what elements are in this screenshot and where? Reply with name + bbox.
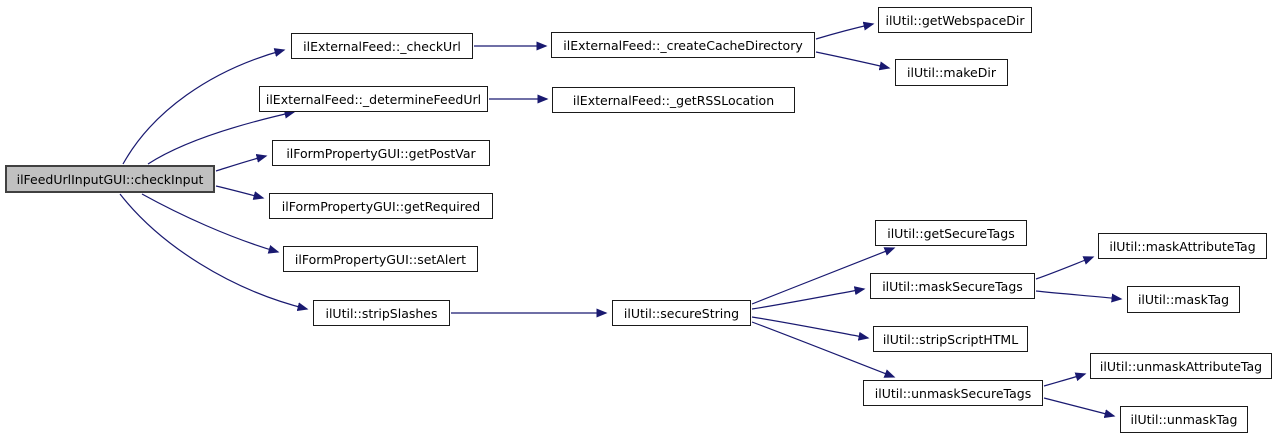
edge-secureString-maskSecureTags <box>751 286 866 310</box>
graph-node-stripSlashes[interactable]: ilUtil::stripSlashes <box>313 300 450 326</box>
graph-node-maskSecureTags[interactable]: ilUtil::maskSecureTags <box>870 273 1035 299</box>
graph-node-getPostVar[interactable]: ilFormPropertyGUI::getPostVar <box>272 140 490 166</box>
graph-node-maskTag[interactable]: ilUtil::maskTag <box>1127 286 1240 313</box>
graph-node-getWebspaceDir[interactable]: ilUtil::getWebspaceDir <box>878 7 1032 33</box>
graph-node-maskAttributeTag[interactable]: ilUtil::maskAttributeTag <box>1098 233 1267 259</box>
edge-createCacheDirectory-getWebspaceDir <box>815 21 875 40</box>
graph-node-getRequired[interactable]: ilFormPropertyGUI::getRequired <box>269 193 493 219</box>
graph-node-getRSSLocation[interactable]: ilExternalFeed::_getRSSLocation <box>552 87 795 113</box>
graph-node-checkInput: ilFeedUrlInputGUI::checkInput <box>5 165 215 193</box>
graph-node-secureString[interactable]: ilUtil::secureString <box>612 300 751 326</box>
graph-node-determineFeedUrl[interactable]: ilExternalFeed::_determineFeedUrl <box>259 86 488 112</box>
edge-checkInput-getPostVar <box>215 153 268 172</box>
edge-createCacheDirectory-makeDir <box>815 51 891 71</box>
graph-node-checkUrl[interactable]: ilExternalFeed::_checkUrl <box>291 33 473 59</box>
edge-checkInput-setAlert <box>141 193 280 254</box>
edge-unmaskSecureTags-unmaskTag <box>1043 397 1116 419</box>
graph-node-unmaskTag[interactable]: ilUtil::unmaskTag <box>1120 406 1248 433</box>
edge-maskSecureTags-maskAttributeTag <box>1035 256 1095 280</box>
graph-node-makeDir[interactable]: ilUtil::makeDir <box>895 59 1008 86</box>
graph-node-getSecureTags[interactable]: ilUtil::getSecureTags <box>875 220 1027 246</box>
edge-checkInput-getRequired <box>215 185 265 200</box>
graph-node-unmaskSecureTags[interactable]: ilUtil::unmaskSecureTags <box>863 380 1043 406</box>
graph-node-createCacheDirectory[interactable]: ilExternalFeed::_createCacheDirectory <box>551 32 815 58</box>
graph-node-unmaskAttributeTag[interactable]: ilUtil::unmaskAttributeTag <box>1090 353 1272 379</box>
edge-secureString-stripScriptHTML <box>751 316 870 341</box>
edge-unmaskSecureTags-unmaskAttributeTag <box>1043 372 1087 387</box>
graph-node-stripScriptHTML[interactable]: ilUtil::stripScriptHTML <box>873 326 1028 352</box>
graph-node-setAlert[interactable]: ilFormPropertyGUI::setAlert <box>283 246 478 272</box>
edge-maskSecureTags-maskTag <box>1035 290 1123 303</box>
